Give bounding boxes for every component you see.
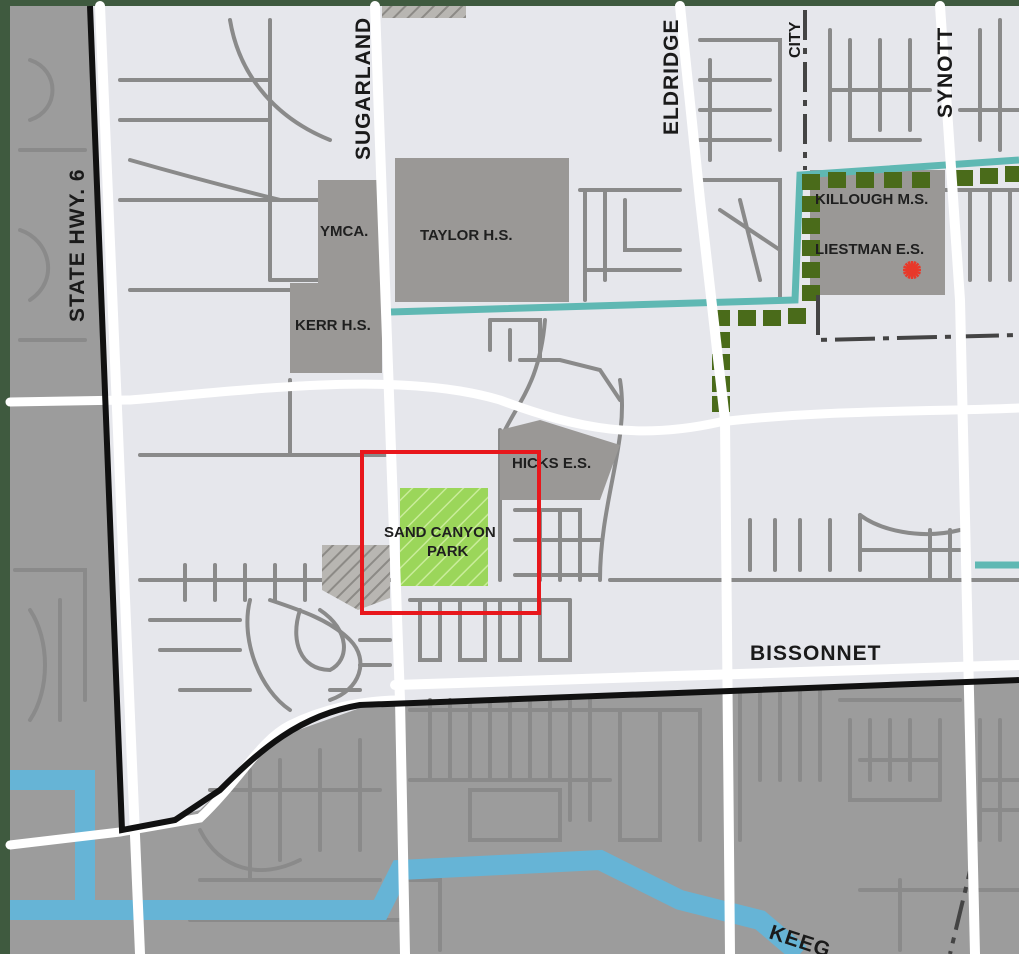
ymca-label: YMCA. xyxy=(320,223,368,240)
highlight-box xyxy=(360,450,541,615)
kerr-hs-label: KERR H.S. xyxy=(295,317,371,334)
state-hwy-6-road xyxy=(95,1,145,954)
eldridge-label: ELDRIDGE xyxy=(660,18,683,135)
eldridge-road xyxy=(675,1,735,954)
major-roads xyxy=(5,1,1019,954)
sand-canyon-park-area xyxy=(400,488,488,586)
bissonnet-label: BISSONNET xyxy=(750,642,882,665)
kerr-hs-building xyxy=(290,283,382,373)
taylor-hs-label: TAYLOR H.S. xyxy=(420,227,513,244)
state-hwy-6-label: STATE HWY. 6 xyxy=(66,168,89,322)
red-starburst-icon xyxy=(903,261,921,279)
local-streets xyxy=(13,18,1019,952)
sand-canyon-park-label-line1: SAND CANYON xyxy=(384,524,496,541)
trails xyxy=(389,156,1019,569)
hatched-parcel-north xyxy=(382,6,466,18)
sugarland-label: SUGARLAND xyxy=(352,17,375,160)
outside-area-south xyxy=(10,678,1019,954)
synott-label: SYNOTT xyxy=(934,27,957,118)
killough-liestman-building xyxy=(810,170,945,295)
taylor-hs-building xyxy=(395,158,569,302)
synott-road xyxy=(935,1,980,954)
sand-canyon-park-label-line2: PARK xyxy=(427,543,469,560)
hicks-es-label: HICKS E.S. xyxy=(512,455,591,472)
hatched-parcel-west xyxy=(322,545,390,610)
east-west-road xyxy=(5,379,1019,436)
bissonnet-road xyxy=(390,660,1019,690)
city-boundary xyxy=(87,5,1019,834)
city-label: CITY xyxy=(787,21,804,58)
liestman-es-label: LIESTMAN E.S. xyxy=(815,241,924,258)
hicks-es-building xyxy=(500,420,620,500)
bayous xyxy=(10,770,807,954)
ymca-building xyxy=(318,180,380,283)
killough-ms-label: KILLOUGH M.S. xyxy=(815,191,928,208)
